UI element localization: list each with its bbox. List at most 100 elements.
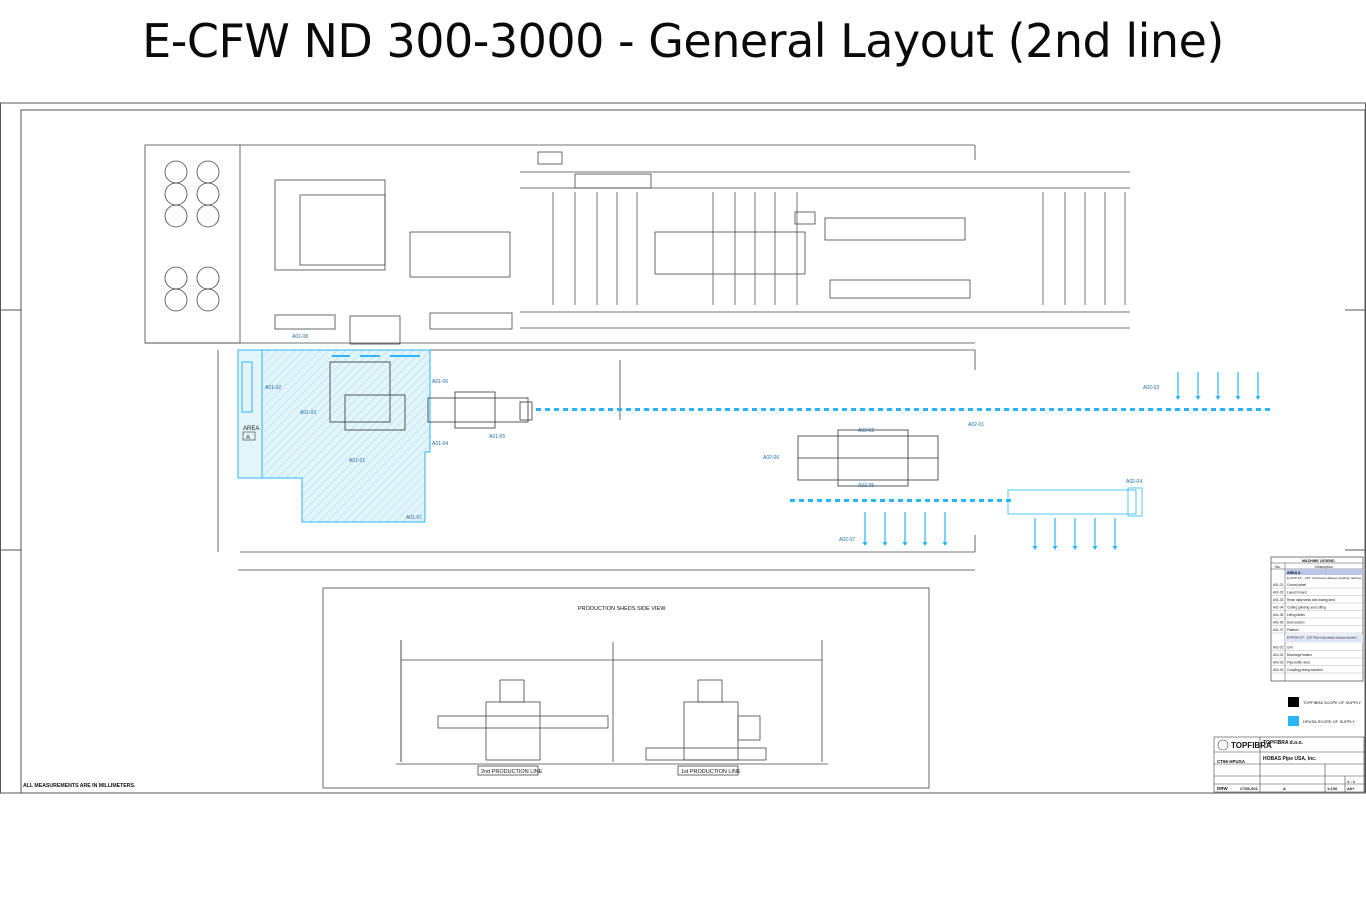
area-label: AREA [243,426,259,432]
conveyor-roller [961,499,966,502]
area-box [242,431,256,441]
side-view-title: PRODUCTION SHEDS SIDE VIEW [578,606,666,612]
conveyor-roller [952,499,957,502]
conveyor-roller [698,408,703,411]
discharge-arrow-icon [1255,372,1261,400]
conveyor-roller [862,499,867,502]
conveyor-roller [599,408,604,411]
tag-a02-03: A02-03 [1143,385,1159,391]
conveyor-roller [808,499,813,502]
conveyor-roller [815,408,820,411]
discharge-arrow-icon [1032,518,1038,550]
legend-item-no: A01-05 [1273,613,1284,617]
hydrotest-machine [797,429,1143,517]
silo-group [164,160,220,312]
machine-legend: E-CFW 24" - 120" Continuous filament win… [1270,556,1364,682]
legend-item-no: A01-02 [1273,591,1284,595]
legend-item-desc: Discharge beams [1287,653,1312,657]
conveyor-roller [1006,499,1011,502]
conveyor-roller [844,499,849,502]
tag-a02-04: A02-04 [1126,479,1142,485]
conveyor-roller [725,408,730,411]
conveyor-roller [1157,408,1162,411]
legend-item-desc: Platform [1287,628,1299,632]
drw-revision: A [1283,786,1286,791]
legend-item-desc: Lifting tables [1287,613,1305,617]
legend-item-no: A01-01 [1273,583,1284,587]
conveyor-roller [934,499,939,502]
client-name: HOBAS Pipe USA, Inc. [1263,756,1317,762]
discharge-arrow-icon [1112,518,1118,550]
legend-item-no: A02-02 [1273,653,1284,657]
conveyor-roller [941,408,946,411]
page-title: E-CFW ND 300-3000 - General Layout (2nd … [142,14,1224,68]
conveyor-roller [842,408,847,411]
conveyor-roller [1193,408,1198,411]
tag-a01-07: A01-07 [406,515,422,521]
conveyor-roller [608,408,613,411]
discharge-arrow-icon [1092,518,1098,550]
drw-sheet: 1 : 1 [1347,779,1356,784]
discharge-arrow-icon [922,512,928,546]
footnote: ALL MEASUREMENTS ARE IN MILLIMETERS. [23,783,136,789]
logo-text: TOPFIBRA [1231,741,1272,750]
tag-a01-04: A01-04 [432,441,448,447]
tag-a01-06: A01-06 [432,379,448,385]
conveyor-roller [869,408,874,411]
conveyor-roller [752,408,757,411]
legend-item-desc: Coupling joining machine [1287,668,1323,672]
discharge-arrow-icon [1052,518,1058,550]
legend-item-no: A02-04 [1273,668,1284,672]
topfibra-logo-icon [1217,739,1229,751]
area-code: A [246,435,250,441]
conveyor-roller [880,499,885,502]
conveyor-roller [1202,408,1207,411]
conveyor-roller [662,408,667,411]
legend-item-no: A01-07 [1273,628,1284,632]
conveyor-roller [635,408,640,411]
conveyor-roller [943,499,948,502]
conveyor-roller [689,408,694,411]
conveyor-roller [1085,408,1090,411]
conveyor-roller [1184,408,1189,411]
legend-item-desc: Resin daily tanks and dosing area [1287,598,1335,602]
discharge-arrow-icon [862,512,868,546]
tag-a01-08: A01-08 [292,334,308,340]
conveyor-roller [925,499,930,502]
main-pipe-conveyor [536,408,1270,411]
project-code: CT66 HPUSA [1217,759,1246,764]
conveyor-roller [923,408,928,411]
conveyor-roller [860,408,865,411]
legend-item-desc: Pipe buffer area [1287,661,1310,665]
legend-item-desc: Cutting grinding and cutting [1287,606,1326,610]
conveyor-roller [1013,408,1018,411]
conveyor-roller [1094,408,1099,411]
conveyor-roller [1076,408,1081,411]
conveyor-roller [1247,408,1252,411]
conveyor-roller [1175,408,1180,411]
conveyor-roller [824,408,829,411]
tag-a02-02: A02-02 [858,428,874,434]
conveyor-roller [1031,408,1036,411]
conveyor-roller [1049,408,1054,411]
conveyor-roller [1238,408,1243,411]
tag-a01-03: A01-03 [300,410,316,416]
legend-item-desc: Dust suction [1287,621,1305,625]
conveyor-roller [968,408,973,411]
legend-area: AREA A [1287,571,1301,575]
legend-item-no: A01-03 [1273,598,1284,602]
drw-number: CT66-001 [1240,786,1259,791]
tag-a02-05: A02-05 [858,483,874,489]
discharge-arrow-icon [882,512,888,546]
conveyor-roller [959,408,964,411]
tag-a02-06: A02-06 [763,455,779,461]
conveyor-roller [788,408,793,411]
legend-col-no: No. [1275,565,1281,569]
conveyor-roller [907,499,912,502]
conveyor-roller [743,408,748,411]
conveyor-roller [806,408,811,411]
conveyor-roller [536,408,541,411]
conveyor-roller [853,499,858,502]
drw-scale: 1:100 [1327,786,1338,791]
